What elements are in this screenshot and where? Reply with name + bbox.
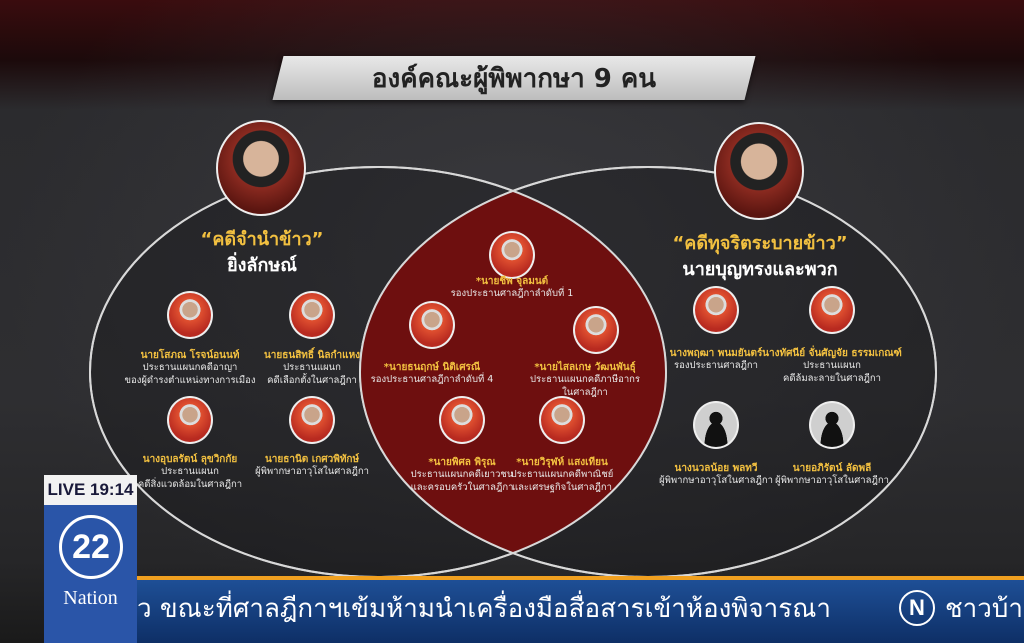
nation-n-icon: N <box>899 590 935 626</box>
judge-position-line: และเศรษฐกิจในศาลฎีกา <box>511 482 613 493</box>
judge-position: ประธานแผนกคดีเยาวชนและครอบครัวในศาลฎีกา <box>411 468 514 494</box>
judge-name: นางอุบลรัตน์ ลุขวิกกัย <box>142 454 238 465</box>
channel-name: Nation <box>63 587 118 609</box>
judge-position: ประธานแผนกคดีล้มละลายในศาลฎีกา <box>783 359 881 385</box>
yingluck-photo <box>216 120 306 216</box>
judge-photo <box>289 291 335 339</box>
judge-position-line: ประธานแผนก <box>803 360 861 371</box>
judge-position-line: และครอบครัวในศาลฎีกา <box>410 482 514 493</box>
judge-position-line: ของผู้ดำรงตำแหน่งทางการเมือง <box>124 375 256 386</box>
judge-photo <box>167 396 213 444</box>
judge-name: *นายไสลเกษ วัฒนพันธุ์ <box>534 362 636 373</box>
judge-position-line: ประธานแผนกคดีภาษีอากร <box>529 374 641 385</box>
boonsong-photo <box>714 122 804 220</box>
judge-position: ผู้พิพากษาอาวุโสในศาลฎีกา <box>775 474 889 487</box>
judge-position-line: คดีล้มละลายในศาลฎีกา <box>782 373 882 384</box>
right-case-label: “คดีทุจริตระบายข้าว” <box>672 233 848 254</box>
title-banner: องค์คณะผู้พิพากษา 9 คน <box>272 56 756 100</box>
judge-position: ประธานแผนกคดีสิ่งแวดล้อมในศาลฎีกา <box>138 465 242 491</box>
judge-photo <box>573 306 619 354</box>
judge-position-line: รองประธานศาลฎีกาลำดับที่ 1 <box>450 288 574 299</box>
judge-position: ประธานแผนกคดีพาณิชย์และเศรษฐกิจในศาลฎีกา <box>511 468 614 494</box>
judge-name: นายธนสิทธิ์ นิลกำแหง <box>263 350 361 361</box>
judge-position: ประธานแผนกคดีเลือกตั้งในศาลฎีกา <box>267 361 357 387</box>
judge-position: ผู้พิพากษาอาวุโสในศาลฎีกา <box>255 465 369 478</box>
judge-name: นายโสภณ โรจน์อนนท์ <box>140 350 240 361</box>
judge-photo <box>809 286 855 334</box>
judge-position: ผู้พิพากษาอาวุโสในศาลฎีกา <box>659 474 773 487</box>
judge-position: ประธานแผนกคดีอาญาของผู้ดำรงตำแหน่งทางการ… <box>125 361 256 387</box>
judge-position-line: ผู้พิพากษาอาวุโสในศาลฎีกา <box>255 466 369 477</box>
judge-photo <box>289 396 335 444</box>
judge-position-line: คดีสิ่งแวดล้อมในศาลฎีกา <box>137 479 243 490</box>
judge-position-line: ประธานแผนก <box>161 466 219 477</box>
judge-position-line: รองประธานศาลฎีกา <box>674 360 758 371</box>
left-case-label: “คดีจำนำข้าว” <box>200 229 324 250</box>
judge-position-line: ผู้พิพากษาอาวุโสในศาลฎีกา <box>775 475 889 486</box>
judge-name: *นายธนฤกษ์ นิติเศรณี <box>383 362 481 373</box>
judge-name: นายธานิต เกศวพิทักษ์ <box>264 454 360 465</box>
judge-position: รองประธานศาลฎีกาลำดับที่ 1 <box>451 287 574 300</box>
judge-name: นางพฤฒา พนมยันตร์ <box>669 348 763 359</box>
ticker-next-text: ชาวบ้าน <box>945 594 1024 624</box>
judge-name: *นายพิศล พิรุณ <box>428 457 496 468</box>
judge-name: นางทัศนีย์ จั่นศัญจัย ธรรมเกณฑ์ <box>762 348 902 359</box>
page-title: องค์คณะผู้พิพากษา 9 คน <box>371 63 657 94</box>
judge-photo <box>167 291 213 339</box>
judge-position-line: คดีเลือกตั้งในศาลฎีกา <box>267 375 357 386</box>
judge-position-line: ในศาลฎีกา <box>562 387 608 398</box>
judge-photo <box>439 396 485 444</box>
channel-number: 22 <box>59 515 123 579</box>
judge-position: รองประธานศาลฎีกาลำดับที่ 4 <box>371 373 494 386</box>
right-defendant-label: นายบุญทรงและพวก <box>682 259 838 280</box>
judge-photo <box>409 301 455 349</box>
news-ticker: ว ขณะที่ศาลฎีกาฯเข้มห้ามนำเครื่องมือสื่อ… <box>137 576 1024 643</box>
ticker-text: ว ขณะที่ศาลฎีกาฯเข้มห้ามนำเครื่องมือสื่อ… <box>137 594 831 624</box>
live-clock: LIVE 19:14 <box>44 475 137 505</box>
judge-name: นางนวลน้อย พลทวี <box>674 463 758 474</box>
judge-position-line: รองประธานศาลฎีกาลำดับที่ 4 <box>370 374 494 385</box>
judge-position-line: ประธานแผนกคดีอาญา <box>142 362 238 373</box>
judge-position-line: ประธานแผนกคดีเยาวชน <box>410 469 514 480</box>
judge-position-line: ประธานแผนก <box>283 362 341 373</box>
judge-position: รองประธานศาลฎีกา <box>674 359 758 372</box>
judge-position-line: ประธานแผนกคดีพาณิชย์ <box>510 469 614 480</box>
judge-photo <box>693 401 739 449</box>
left-defendant-label: ยิ่งลักษณ์ <box>227 255 297 276</box>
judge-name: *นายชีพ จุลมนต์ <box>475 276 549 287</box>
judge-photo <box>693 286 739 334</box>
judge-name: *นายวิรุฬห์ แสงเทียน <box>516 457 608 468</box>
channel-logo: 22 Nation <box>44 505 137 643</box>
judge-name: นายอภิรัตน์ ลัดพลี <box>792 463 872 474</box>
judge-photo <box>489 231 535 279</box>
judge-photo <box>809 401 855 449</box>
judge-position: ประธานแผนกคดีภาษีอากรในศาลฎีกา <box>530 373 640 399</box>
judge-photo <box>539 396 585 444</box>
judge-position-line: ผู้พิพากษาอาวุโสในศาลฎีกา <box>659 475 773 486</box>
